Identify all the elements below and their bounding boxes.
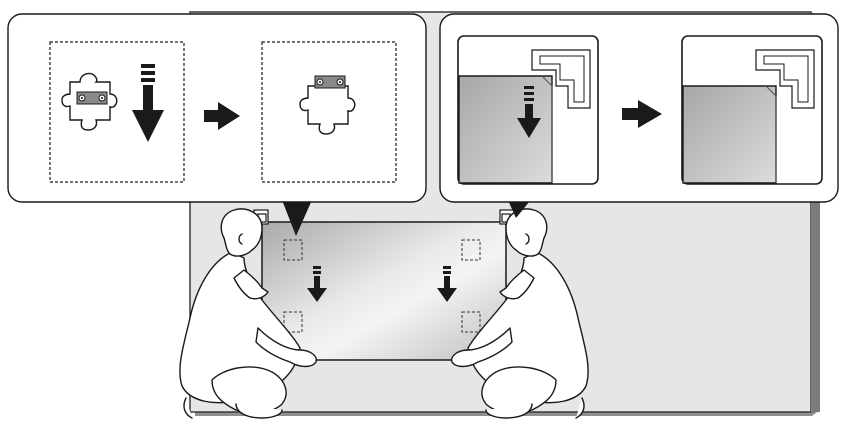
bracket-marker-top-right <box>461 239 481 261</box>
callout-right <box>439 13 839 218</box>
bracket-marker-top-left <box>283 239 303 261</box>
down-arrow-icon <box>517 86 541 138</box>
step-corner-before <box>457 35 599 185</box>
down-arrow-icon <box>437 266 457 302</box>
installer-right <box>451 208 589 419</box>
right-arrow-icon <box>622 100 662 128</box>
step-bracket-before <box>49 41 185 183</box>
callout-left <box>7 13 427 236</box>
bracket-marker-bottom-right <box>461 311 481 333</box>
installer-left <box>179 208 317 419</box>
step-corner-after <box>681 35 823 185</box>
down-arrow-icon <box>132 64 164 142</box>
step-bracket-after <box>261 41 397 183</box>
right-arrow-icon <box>204 102 240 130</box>
down-arrow-icon <box>307 266 327 302</box>
display-panel <box>261 221 507 361</box>
bracket-marker-bottom-left <box>283 311 303 333</box>
